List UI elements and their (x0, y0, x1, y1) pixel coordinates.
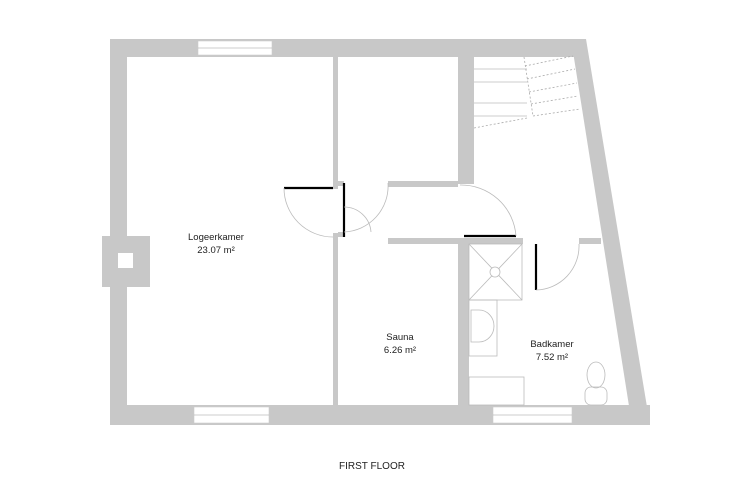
wall-hall-north (388, 181, 458, 187)
walls (102, 39, 650, 425)
wall-bath-north (579, 238, 601, 244)
chimney-flue (118, 253, 133, 268)
floor-title: FIRST FLOOR (339, 461, 405, 472)
room-area: 23.07 m² (197, 245, 235, 256)
doors (283, 182, 580, 291)
wall-logeer-lower (333, 233, 338, 405)
west-wall (110, 39, 127, 425)
wall-stair (458, 57, 474, 184)
wall-stub (338, 181, 344, 186)
fixtures (468, 243, 608, 406)
east-wall (571, 39, 650, 425)
wall-logeer-upper (333, 57, 338, 189)
wall-sauna-bath (458, 238, 469, 405)
windows (193, 40, 573, 424)
toilet (584, 386, 608, 406)
wall-hall-south (388, 238, 523, 244)
room-name: Logeerkamer (188, 232, 244, 243)
room-name: Badkamer (530, 339, 573, 350)
room-area: 6.26 m² (384, 345, 416, 356)
sink (468, 299, 498, 357)
room-name: Sauna (386, 332, 414, 343)
labels: Logeerkamer 23.07 m² Sauna 6.26 m² Badka… (188, 232, 574, 472)
room-area: 7.52 m² (536, 352, 568, 363)
wall-stub (338, 232, 344, 237)
north-wall (110, 39, 586, 57)
cabinet (468, 376, 525, 406)
stairs (473, 55, 581, 129)
